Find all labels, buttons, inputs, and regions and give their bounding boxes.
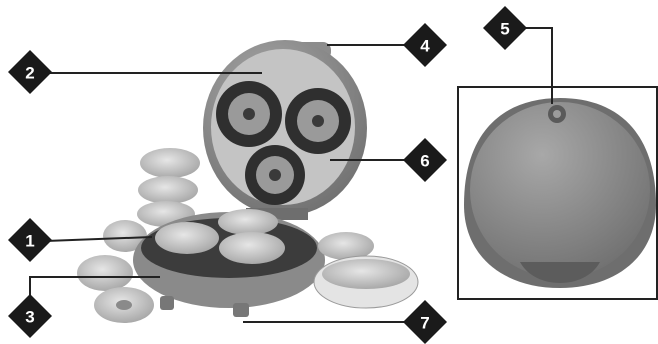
callout-badge-5: 5 <box>483 6 527 50</box>
inset-closed-view <box>458 87 657 299</box>
sprinkle-donut-bowl-image <box>314 232 418 308</box>
callout-badge-3: 3 <box>8 294 52 338</box>
callout-badge-2: 2 <box>8 50 52 94</box>
svg-text:5: 5 <box>500 20 509 39</box>
svg-text:6: 6 <box>420 152 429 171</box>
callout-badge-1: 1 <box>8 218 52 262</box>
callout-badge-6: 6 <box>403 138 447 182</box>
svg-text:1: 1 <box>25 232 34 251</box>
callout-badge-7: 7 <box>403 300 447 344</box>
callout-badge-4: 4 <box>403 23 447 67</box>
svg-text:7: 7 <box>420 314 429 333</box>
svg-text:4: 4 <box>420 37 430 56</box>
svg-text:3: 3 <box>25 308 34 327</box>
svg-text:2: 2 <box>25 64 34 83</box>
open-lid-image <box>203 40 367 220</box>
donut-maker-photo <box>77 40 418 323</box>
